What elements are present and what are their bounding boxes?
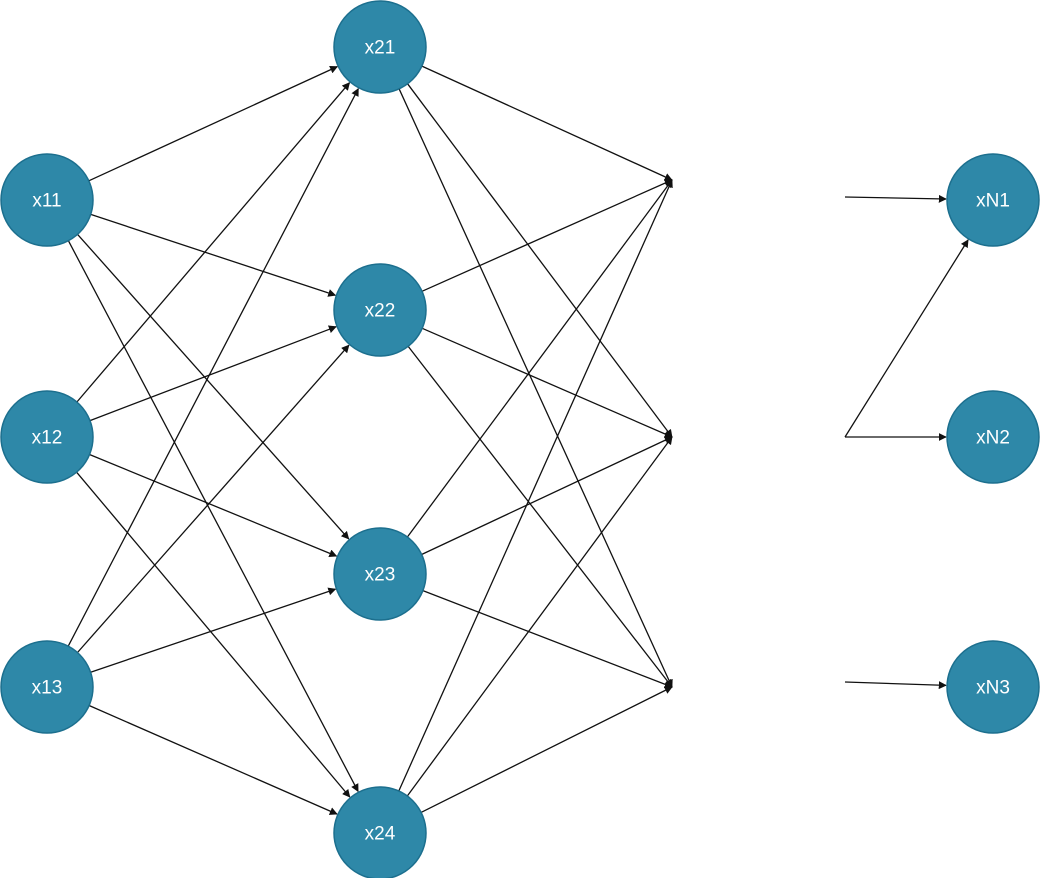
node-x11: x11 [0,153,94,247]
edge-x11-to-x21 [88,65,339,182]
node-label-x12: x12 [32,428,63,449]
node-circle-xN1 [946,153,1040,247]
edge-x12-to-x24 [76,471,351,798]
node-x23: x23 [333,527,427,621]
edge-x13-to-x21 [67,87,359,647]
node-x22: x22 [333,263,427,357]
node-circle-x11 [0,153,94,247]
edge-prev-2-to-xN1 [844,239,969,438]
edge-x23-to-next-3 [422,589,673,689]
node-x21: x21 [333,0,427,94]
edges-layer [67,65,969,815]
node-circle-x12 [0,390,94,484]
edge-prev-1-to-xN1 [844,194,947,203]
edge-prev-3-to-xN3 [844,681,947,690]
node-label-x13: x13 [32,678,63,699]
node-circle-x22 [333,263,427,357]
edge-x23-to-next-2 [421,436,673,556]
node-label-xN3: xN3 [976,678,1010,699]
node-label-x22: x22 [365,301,396,322]
edge-x24-to-next-3 [420,686,673,813]
node-xN3: xN3 [946,640,1040,734]
node-circle-x23 [333,527,427,621]
edge-x11-to-x23 [77,233,350,540]
edge-x24-to-next-2 [406,436,673,797]
node-x24: x24 [333,786,427,878]
node-label-xN2: xN2 [976,428,1010,449]
node-circle-x21 [333,0,427,94]
edge-x13-to-x22 [77,344,350,653]
edge-x12-to-x23 [89,453,338,558]
node-xN2: xN2 [946,390,1040,484]
edge-x21-to-next-2 [407,83,673,438]
edge-x23-to-next-1 [406,179,673,538]
node-label-x11: x11 [32,191,61,212]
node-circle-xN3 [946,640,1040,734]
node-label-xN1: xN1 [976,191,1010,212]
node-label-x23: x23 [365,565,396,586]
node-label-x21: x21 [365,38,396,59]
node-xN1: xN1 [946,153,1040,247]
node-circle-xN2 [946,390,1040,484]
edge-x12-to-x21 [76,82,351,403]
edge-x12-to-x22 [89,325,337,422]
edge-x13-to-x24 [88,704,338,815]
edge-x22-to-next-2 [421,327,673,438]
edge-x21-to-next-1 [421,65,673,181]
edge-x11-to-x22 [90,213,337,297]
node-x13: x13 [0,640,94,734]
edge-x11-to-x24 [67,240,359,793]
edge-x22-to-next-1 [421,179,673,292]
edge-x21-to-next-3 [398,88,673,688]
edge-x22-to-next-3 [407,346,673,688]
edge-x24-to-next-1 [398,179,673,792]
edge-x13-to-x23 [90,587,337,673]
node-x12: x12 [0,390,94,484]
node-label-x24: x24 [365,824,396,845]
node-circle-x24 [333,786,427,878]
node-circle-x13 [0,640,94,734]
